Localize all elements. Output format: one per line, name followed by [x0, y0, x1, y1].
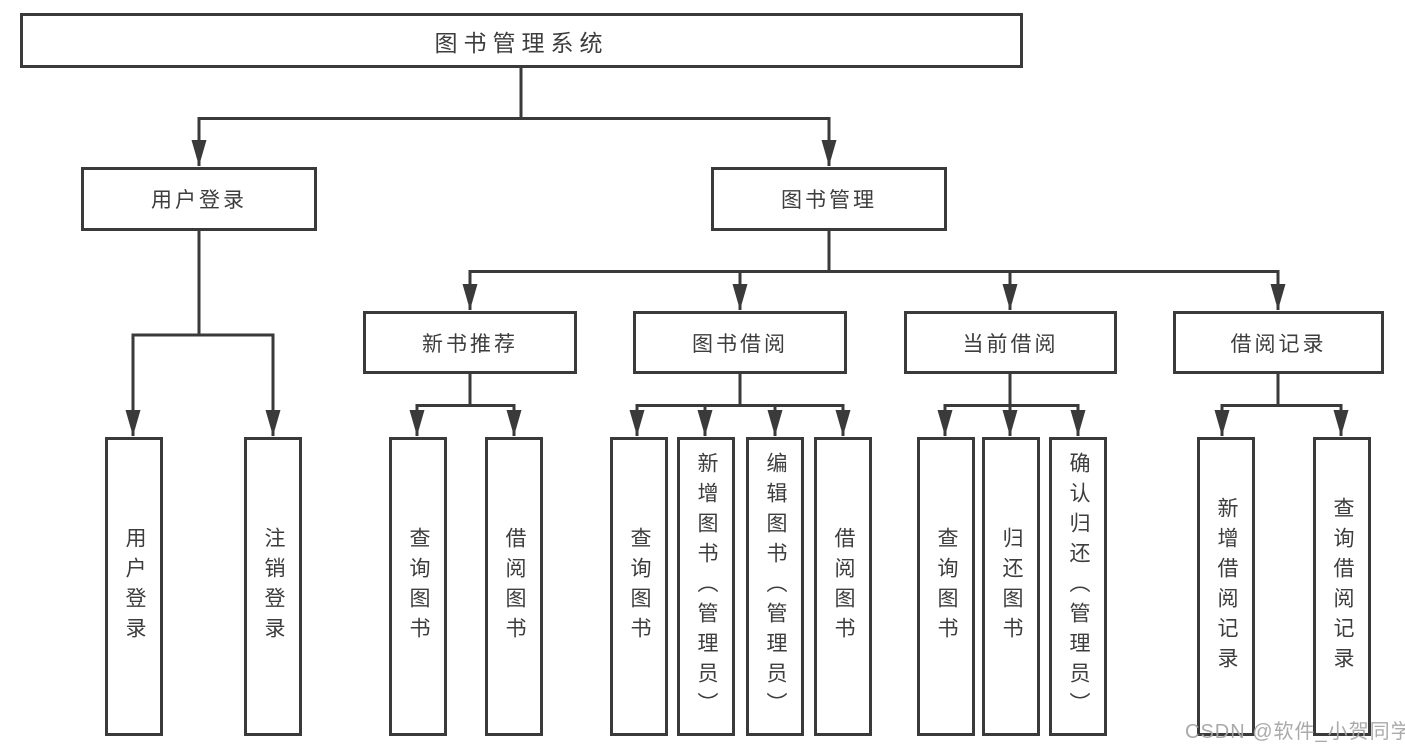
leaf-nbr-query-book: 查询图书	[389, 437, 447, 736]
node-book-management: 图书管理	[711, 167, 947, 231]
leaf-cb-return-book: 归还图书	[982, 437, 1040, 736]
leaf-br-query-record: 查询借阅记录	[1313, 437, 1371, 736]
leaf-cb-confirm-return: 确认归还（管理员）	[1049, 437, 1107, 736]
node-root: 图书管理系统	[20, 13, 1023, 68]
node-borrow-record: 借阅记录	[1173, 311, 1384, 374]
leaf-bb-query-book: 查询图书	[610, 437, 668, 736]
node-user-login: 用户登录	[81, 167, 317, 231]
leaf-user-login: 用户登录	[105, 437, 163, 736]
leaf-logout: 注销登录	[244, 437, 302, 736]
node-book-borrow: 图书借阅	[633, 311, 847, 374]
leaf-bb-add-book: 新增图书（管理员）	[677, 437, 735, 736]
leaf-nbr-borrow-book: 借阅图书	[485, 437, 543, 736]
node-new-book-recommend: 新书推荐	[363, 311, 577, 374]
node-current-borrow: 当前借阅	[904, 311, 1117, 374]
leaf-br-add-record: 新增借阅记录	[1197, 437, 1255, 736]
leaf-bb-borrow-book: 借阅图书	[814, 437, 872, 736]
leaf-bb-edit-book: 编辑图书（管理员）	[746, 437, 804, 736]
csdn-watermark: CSDN @软件_小贺同学	[1185, 721, 1405, 743]
leaf-cb-query-book: 查询图书	[917, 437, 975, 736]
